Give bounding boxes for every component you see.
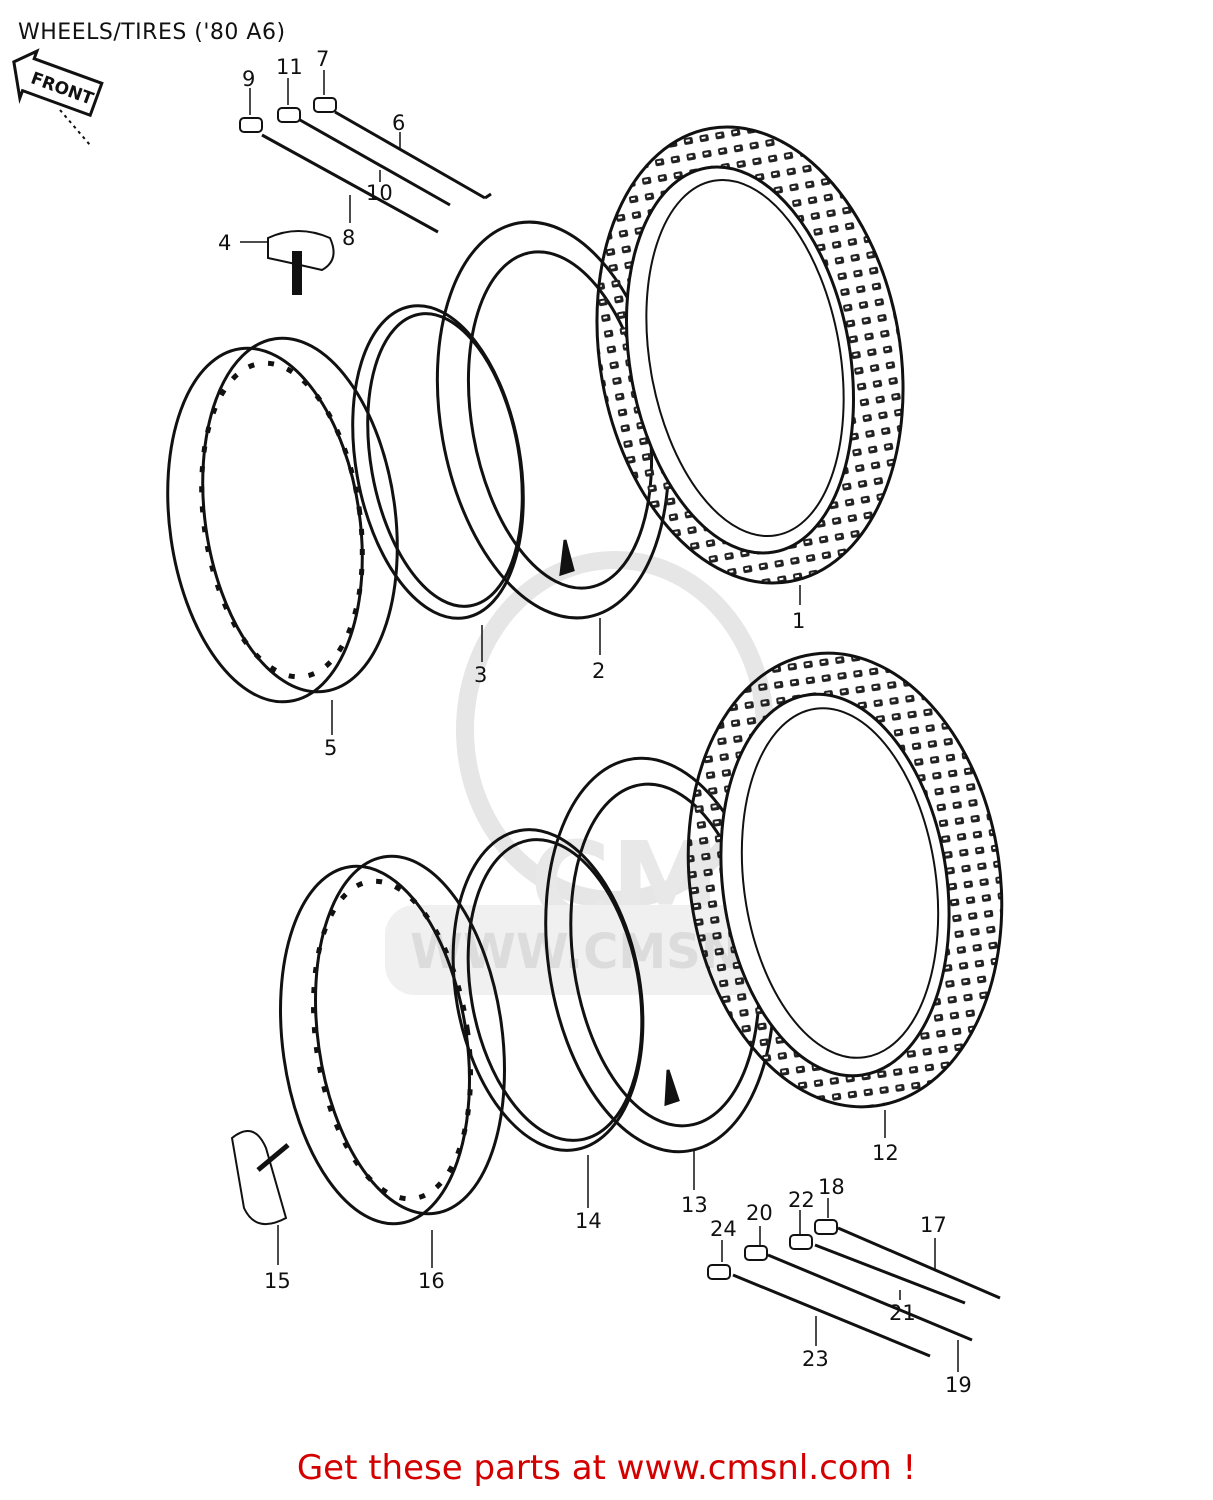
callout-20: 20 xyxy=(746,1201,773,1225)
front-arrow-icon: FRONT xyxy=(12,48,104,118)
front-tire xyxy=(595,125,905,585)
callouts: 1 2 3 4 5 6 7 8 9 10 11 12 13 14 15 16 1… xyxy=(218,47,972,1397)
front-rim xyxy=(166,336,399,704)
callout-2: 2 xyxy=(592,659,605,683)
callout-8: 8 xyxy=(342,226,355,250)
rear-rim xyxy=(279,854,506,1226)
callout-18: 18 xyxy=(818,1175,845,1199)
callout-1: 1 xyxy=(792,609,805,633)
callout-21: 21 xyxy=(889,1301,916,1325)
callout-24: 24 xyxy=(710,1217,737,1241)
callout-17: 17 xyxy=(920,1213,947,1237)
callout-7: 7 xyxy=(316,47,329,71)
callout-5: 5 xyxy=(324,736,337,760)
leader-lines xyxy=(240,70,959,1372)
page-title: WHEELS/TIRES ('80 A6) xyxy=(18,20,286,45)
rear-spokes xyxy=(732,1226,1001,1358)
callout-6: 6 xyxy=(392,111,405,135)
callout-19: 19 xyxy=(945,1373,972,1397)
callout-3: 3 xyxy=(474,663,487,687)
rear-rim-band xyxy=(451,828,645,1152)
front-spoke-nipples xyxy=(239,97,337,133)
callout-13: 13 xyxy=(681,1193,708,1217)
callout-10: 10 xyxy=(366,181,393,205)
callout-23: 23 xyxy=(802,1347,829,1371)
callout-9: 9 xyxy=(242,67,255,91)
callout-15: 15 xyxy=(264,1269,291,1293)
callout-12: 12 xyxy=(872,1141,899,1165)
callout-16: 16 xyxy=(418,1269,445,1293)
front-rim-lock xyxy=(267,230,335,295)
front-spokes xyxy=(261,110,492,234)
callout-4: 4 xyxy=(218,231,231,255)
rear-rim-lock xyxy=(230,1129,290,1226)
rear-tire xyxy=(686,651,1004,1109)
front-rim-band xyxy=(351,304,525,620)
callout-22: 22 xyxy=(788,1188,815,1212)
callout-14: 14 xyxy=(575,1209,602,1233)
footer-link[interactable]: Get these parts at www.cmsnl.com ! xyxy=(296,1448,917,1488)
rear-spoke-nipples xyxy=(707,1219,838,1280)
callout-11: 11 xyxy=(276,55,303,79)
